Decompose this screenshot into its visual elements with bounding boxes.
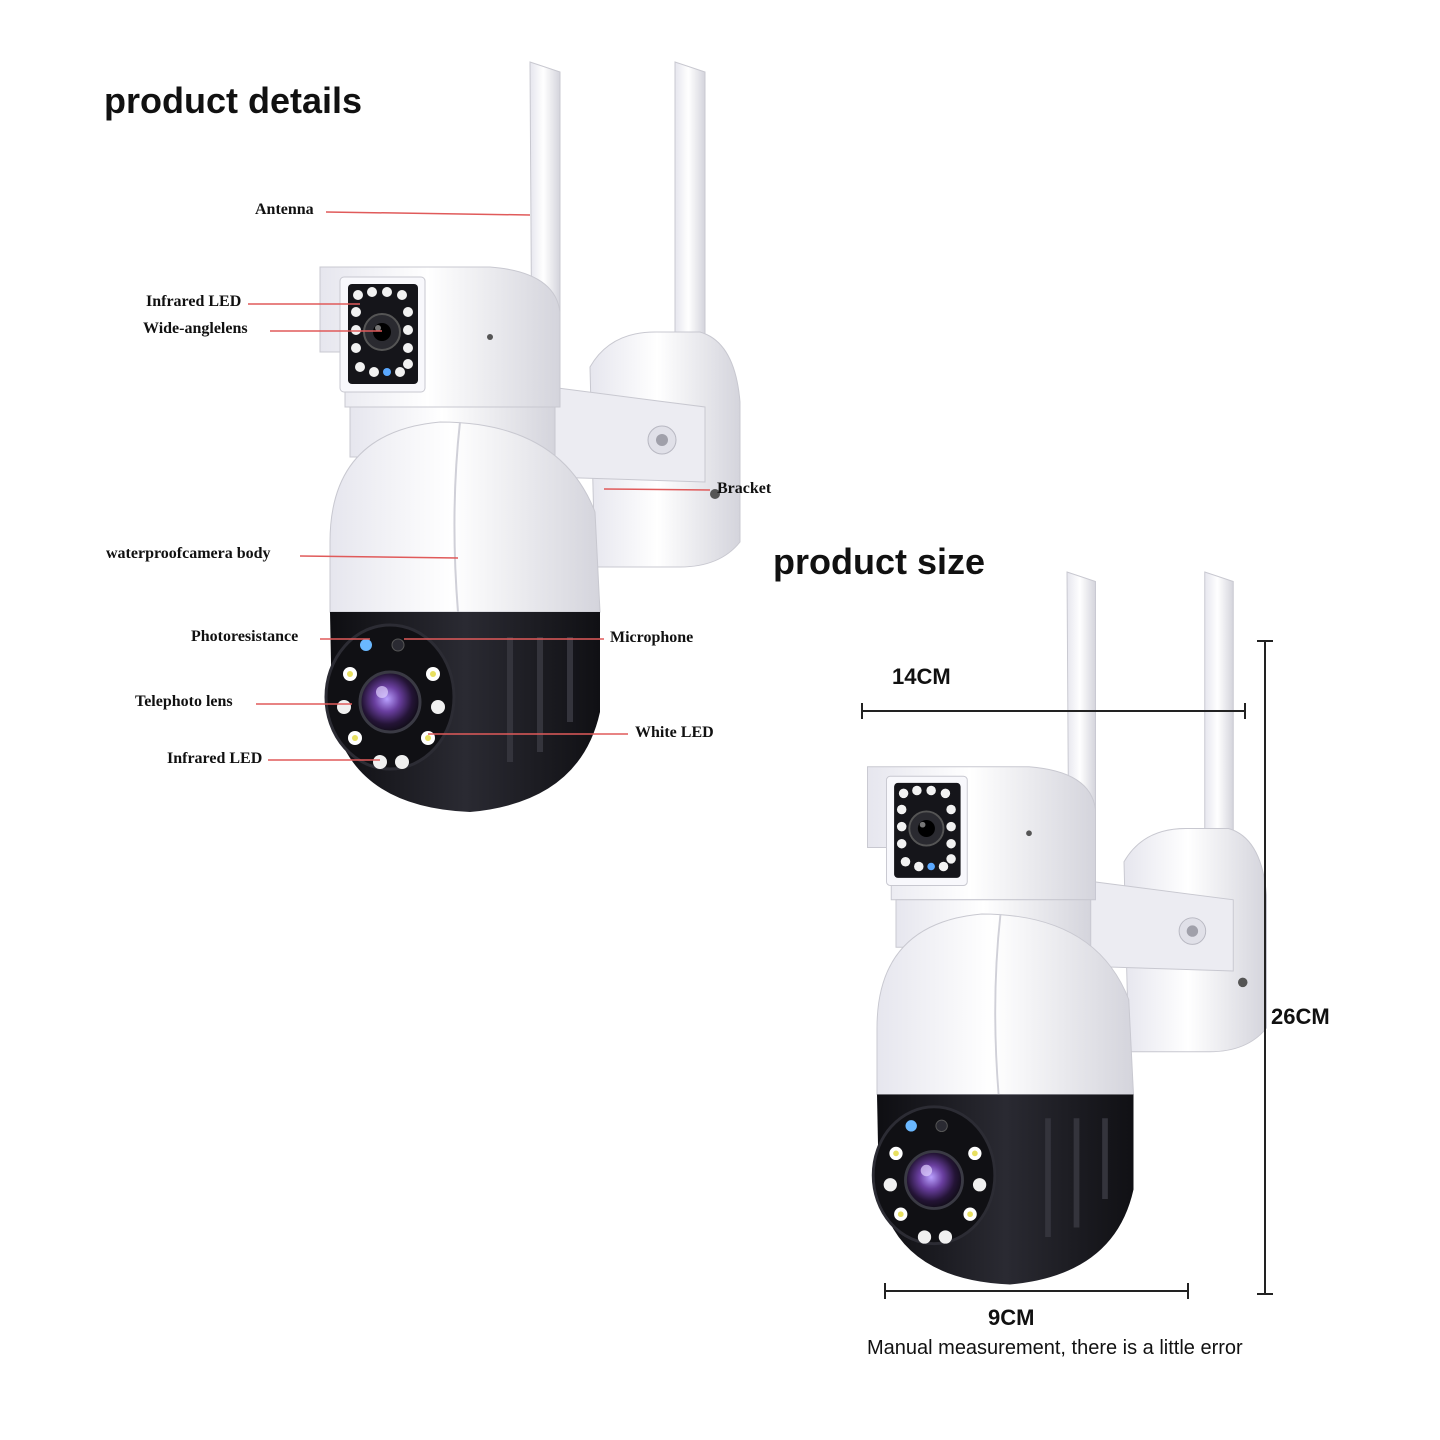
label-infrared-led-bottom: Infrared LED <box>167 750 263 767</box>
base-width-dimension-label: 9CM <box>988 1305 1035 1330</box>
label-telephoto-lens: Telephoto lens <box>135 693 233 710</box>
leader-lines <box>248 211 711 761</box>
label-infrared-led-top: Infrared LED <box>146 293 242 310</box>
measurement-note: Manual measurement, there is a little er… <box>867 1337 1243 1359</box>
height-dimension-label: 26CM <box>1271 1004 1330 1029</box>
product-details-title: product details <box>104 80 363 121</box>
label-photoresistance: Photoresistance <box>191 628 299 645</box>
label-microphone: Microphone <box>610 629 694 646</box>
label-white-led: White LED <box>635 724 714 741</box>
label-wide-angle-lens: Wide-anglelens <box>143 320 248 337</box>
label-bracket: Bracket <box>717 480 772 497</box>
dimension-lines <box>861 640 1273 1299</box>
width-dimension-label: 14CM <box>892 664 951 689</box>
label-antenna: Antenna <box>255 201 314 218</box>
label-camera-body: waterproofcamera body <box>106 545 271 562</box>
product-size-title: product size <box>773 541 986 582</box>
detail-camera-illustration <box>320 62 740 812</box>
